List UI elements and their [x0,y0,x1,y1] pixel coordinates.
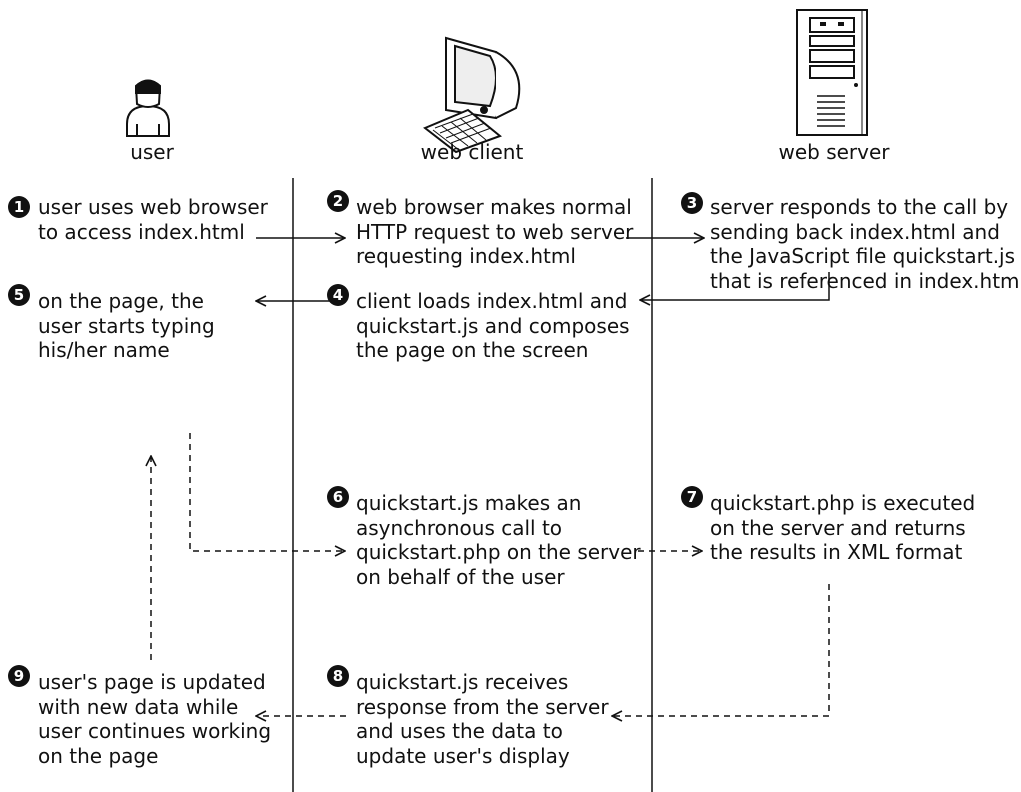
actor-label-user: user [130,140,174,164]
arrow-3-to-4 [640,272,830,300]
step-number-5: 5 [8,284,30,306]
step-6-line-4: on behalf of the user [356,564,565,589]
step-8-line-1: quickstart.js receives [356,670,569,694]
user-icon [126,79,170,137]
step-9-line-1: user's page is updated [38,670,266,694]
step-5-line-2: user starts typing [38,313,215,338]
step-8-line-3: and uses the data to [356,719,563,743]
step-8-line-4: update user's display [356,743,570,768]
actor-label-web-client: web client [420,140,524,164]
step-6: 6 quickstart.js makes an asynchronous ca… [327,486,641,589]
step-5: 5 on the page, the user starts typing hi… [8,284,215,363]
step-7-line-1: quickstart.php is executed [710,491,976,515]
step-8: 8 quickstart.js receives response from t… [327,665,609,768]
step-3-line-4: that is referenced in index.html [710,268,1021,293]
step-4-line-3: the page on the screen [356,338,589,362]
step-1: 1 user uses web browser to access index.… [8,195,268,244]
step-1-line-1: user uses web browser [38,195,268,219]
step-number-8: 8 [327,665,349,687]
step-6-line-1: quickstart.js makes an [356,491,582,515]
actor-label-web-server: web server [778,140,890,164]
step-5-line-1: on the page, the [38,289,204,313]
step-number-7: 7 [681,486,703,508]
step-2: 2 web browser makes normal HTTP request … [327,190,634,269]
step-number-1: 1 [8,196,30,218]
step-number-4: 4 [327,284,349,306]
step-2-line-2: HTTP request to web server [356,219,634,244]
step-4: 4 client loads index.html and quickstart… [327,284,630,363]
step-3-line-3: the JavaScript file quickstart.js [710,244,1016,268]
step-2-line-3: requesting index.html [356,244,576,268]
step-6-line-3: quickstart.php on the server [356,540,641,564]
step-number-6: 6 [327,486,349,508]
step-7-line-3: the results in XML format [710,540,963,564]
step-9: 9 user's page is updated with new data w… [8,665,272,768]
step-7-line-2: on the server and returns [710,515,966,540]
arrow-7-to-8 [612,584,830,716]
step-1-line-2: to access index.html [38,219,245,244]
step-5-line-3: his/her name [38,338,170,362]
step-3: 3 server responds to the call by sending… [681,192,1021,293]
step-4-line-2: quickstart.js and composes [356,313,630,338]
step-6-line-2: asynchronous call to [356,515,563,540]
arrow-5-to-6 [189,433,345,551]
step-7: 7 quickstart.php is executed on the serv… [681,486,976,565]
step-9-line-3: user continues working [38,719,272,743]
step-number-9: 9 [8,665,30,687]
step-9-line-2: with new data while [38,694,239,719]
step-8-line-2: response from the server [356,694,609,719]
step-9-line-4: on the page [38,743,159,768]
step-3-line-1: server responds to the call by [710,195,1009,219]
step-3-line-2: sending back index.html and [710,219,1000,244]
step-2-line-1: web browser makes normal [356,195,632,219]
server-icon [796,9,868,136]
step-number-2: 2 [327,190,349,212]
computer-icon [423,36,521,154]
step-number-3: 3 [681,192,703,214]
step-4-line-1: client loads index.html and [356,289,628,313]
